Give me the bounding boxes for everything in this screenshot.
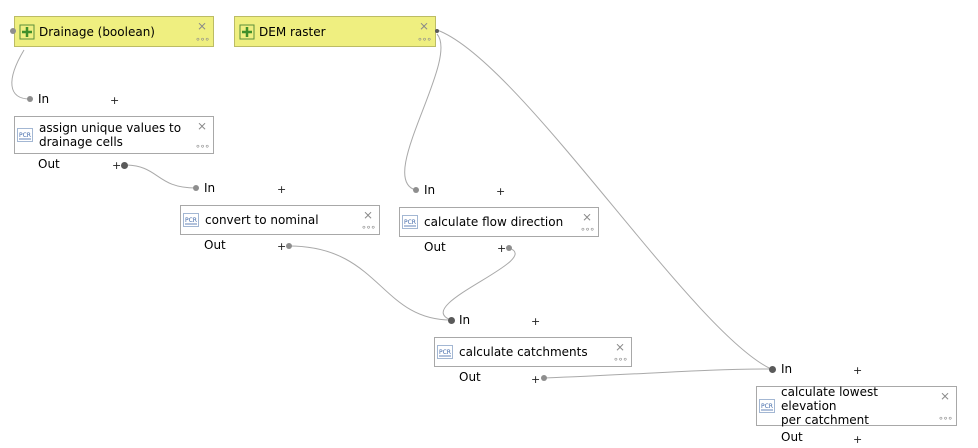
algorithm-node-catchments[interactable]: PCR calculate catchments ⨯ ∘∘∘ bbox=[434, 337, 632, 367]
port-in-label: In bbox=[459, 313, 471, 327]
pcr-icon: PCR bbox=[183, 213, 199, 227]
port-out-label: Out bbox=[459, 370, 481, 384]
algorithm-label: assign unique values to drainage cells bbox=[39, 121, 182, 149]
algorithm-node-convert-to-nominal[interactable]: PCR convert to nominal ⨯ ∘∘∘ bbox=[180, 205, 380, 235]
input-port[interactable] bbox=[413, 187, 419, 193]
pcr-icon: PCR bbox=[759, 399, 775, 413]
add-input-icon bbox=[239, 24, 255, 39]
expand-inputs-icon[interactable]: + bbox=[496, 185, 506, 198]
output-port[interactable] bbox=[286, 243, 292, 249]
remove-icon[interactable]: ⨯ bbox=[196, 19, 207, 33]
connection-catchments-to-lowest bbox=[543, 368, 772, 379]
input-port[interactable] bbox=[27, 96, 33, 102]
port-in-label: In bbox=[38, 92, 50, 106]
port-out-label: Out bbox=[38, 157, 60, 171]
ellipsis-icon[interactable]: ∘∘∘ bbox=[417, 35, 432, 45]
algorithm-label: calculate catchments bbox=[459, 345, 588, 359]
ellipsis-icon[interactable]: ∘∘∘ bbox=[361, 223, 376, 233]
remove-icon[interactable]: ⨯ bbox=[418, 19, 429, 33]
port-out-label: Out bbox=[204, 238, 226, 252]
ellipsis-icon[interactable]: ∘∘∘ bbox=[195, 142, 210, 152]
pcr-icon: PCR bbox=[402, 215, 418, 229]
connection-flowdir-to-catchments bbox=[442, 247, 516, 321]
connection-dem-to-flowdir bbox=[404, 33, 442, 191]
pcr-icon: PCR bbox=[17, 128, 33, 142]
input-node-port[interactable] bbox=[435, 29, 439, 33]
output-port[interactable] bbox=[120, 161, 128, 169]
connection-assign-to-convert bbox=[123, 164, 197, 189]
port-in-label: In bbox=[204, 181, 216, 195]
ellipsis-icon[interactable]: ∘∘∘ bbox=[613, 355, 628, 365]
connection-drainage-to-assign bbox=[11, 49, 31, 100]
ellipsis-icon[interactable]: ∘∘∘ bbox=[580, 225, 595, 235]
input-label: Drainage (boolean) bbox=[39, 24, 155, 39]
input-node-port[interactable] bbox=[10, 28, 16, 34]
expand-outputs-icon[interactable]: + bbox=[853, 433, 863, 446]
connection-dem-to-lowest bbox=[436, 29, 772, 370]
algorithm-node-flow-direction[interactable]: PCR calculate flow direction ⨯ ∘∘∘ bbox=[399, 207, 599, 237]
expand-outputs-icon[interactable]: + bbox=[112, 159, 122, 172]
ellipsis-icon[interactable]: ∘∘∘ bbox=[938, 414, 953, 424]
input-port[interactable] bbox=[447, 316, 455, 324]
remove-icon[interactable]: ⨯ bbox=[614, 340, 625, 354]
expand-inputs-icon[interactable]: + bbox=[853, 364, 863, 377]
input-port[interactable] bbox=[768, 365, 776, 373]
port-out-label: Out bbox=[424, 240, 446, 254]
svg-text:PCR: PCR bbox=[19, 132, 31, 139]
expand-outputs-icon[interactable]: + bbox=[277, 240, 287, 253]
algorithm-node-assign-unique[interactable]: PCR assign unique values to drainage cel… bbox=[14, 116, 214, 154]
ellipsis-icon[interactable]: ∘∘∘ bbox=[195, 35, 210, 45]
port-in-label: In bbox=[781, 362, 793, 376]
svg-text:PCR: PCR bbox=[185, 217, 197, 224]
expand-inputs-icon[interactable]: + bbox=[531, 315, 541, 328]
remove-icon[interactable]: ⨯ bbox=[196, 119, 207, 133]
output-port[interactable] bbox=[541, 375, 547, 381]
expand-outputs-icon[interactable]: + bbox=[497, 242, 507, 255]
pcr-icon: PCR bbox=[437, 345, 453, 359]
algorithm-label: calculate lowest elevation per catchment bbox=[781, 385, 878, 427]
expand-inputs-icon[interactable]: + bbox=[277, 183, 287, 196]
algorithm-node-lowest-elevation[interactable]: PCR calculate lowest elevation per catch… bbox=[756, 385, 957, 427]
expand-outputs-icon[interactable]: + bbox=[531, 373, 541, 386]
input-label: DEM raster bbox=[259, 24, 326, 39]
remove-icon[interactable]: ⨯ bbox=[581, 210, 592, 224]
svg-text:PCR: PCR bbox=[439, 349, 451, 356]
remove-icon[interactable]: ⨯ bbox=[939, 389, 950, 403]
input-node-drainage[interactable]: Drainage (boolean) ⨯ ∘∘∘ bbox=[14, 16, 214, 47]
port-out-label: Out bbox=[781, 430, 803, 444]
expand-inputs-icon[interactable]: + bbox=[110, 94, 120, 107]
algorithm-label: calculate flow direction bbox=[424, 215, 564, 229]
port-in-label: In bbox=[424, 183, 436, 197]
remove-icon[interactable]: ⨯ bbox=[362, 208, 373, 222]
add-input-icon bbox=[19, 24, 35, 39]
algorithm-label: convert to nominal bbox=[205, 213, 319, 227]
svg-text:PCR: PCR bbox=[761, 403, 773, 410]
svg-text:PCR: PCR bbox=[404, 219, 416, 226]
input-port[interactable] bbox=[193, 185, 199, 191]
connection-convert-to-catchments bbox=[288, 245, 452, 321]
input-node-dem-raster[interactable]: DEM raster ⨯ ∘∘∘ bbox=[234, 16, 436, 47]
output-port[interactable] bbox=[506, 245, 512, 251]
